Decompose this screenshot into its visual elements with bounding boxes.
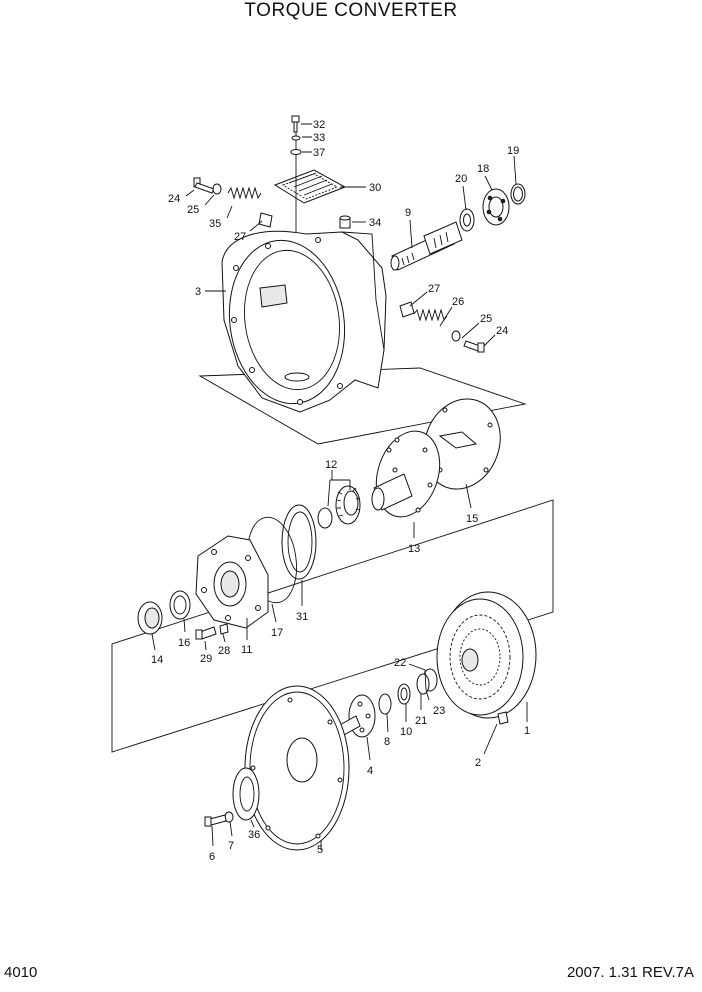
callout-3: 3 <box>195 286 201 298</box>
callout-31: 31 <box>296 611 308 623</box>
callout-32: 32 <box>313 119 325 131</box>
callout-35: 35 <box>209 218 221 230</box>
lower-bolt-spring-set <box>399 301 485 353</box>
callout-33: 33 <box>313 132 325 144</box>
callout-2: 2 <box>475 757 481 769</box>
callout-25-lower: 25 <box>480 313 492 325</box>
callout-6: 6 <box>209 851 215 863</box>
page-title: TORQUE CONVERTER <box>244 0 458 21</box>
revision-date: 2007. 1.31 REV.7A <box>566 964 694 981</box>
callout-13: 13 <box>408 543 420 555</box>
breather-plug <box>339 215 351 229</box>
callout-36: 36 <box>248 829 260 841</box>
impeller-hub <box>371 430 441 518</box>
callout-9: 9 <box>405 207 411 219</box>
bearing-and-rings <box>459 183 526 232</box>
pump-housing <box>195 535 269 640</box>
upper-bolt-spring-set <box>193 177 273 228</box>
callout-8: 8 <box>384 736 390 748</box>
callout-25-upper: 25 <box>187 204 199 216</box>
callout-11: 11 <box>241 644 252 656</box>
oil-seals <box>137 590 191 635</box>
callout-28: 28 <box>218 645 230 657</box>
callout-15: 15 <box>466 513 478 525</box>
callout-27-upper: 27 <box>234 231 246 243</box>
callout-24-upper: 24 <box>168 193 180 205</box>
callout-21: 21 <box>415 715 427 727</box>
torque-converter-unit <box>436 591 537 725</box>
converter-rings <box>378 668 438 715</box>
converter-housing <box>221 230 387 413</box>
mounting-bolt <box>204 811 234 827</box>
callout-26: 26 <box>452 296 464 308</box>
callout-5: 5 <box>317 844 323 856</box>
callout-1: 1 <box>524 725 530 737</box>
backing-ring <box>232 767 260 821</box>
callout-labels: 32 33 37 30 24 25 35 27 34 9 20 18 19 3 … <box>151 119 530 863</box>
cover-plate <box>273 115 347 232</box>
callout-14: 14 <box>151 654 163 666</box>
callout-34: 34 <box>369 217 381 229</box>
callout-4: 4 <box>367 765 373 777</box>
callout-7: 7 <box>228 840 234 852</box>
callout-17: 17 <box>271 627 283 639</box>
flex-plate <box>244 685 350 851</box>
callout-24-lower: 24 <box>496 325 508 337</box>
page-number: 4010 <box>4 964 38 981</box>
drive-plate <box>423 398 501 490</box>
callout-18: 18 <box>477 163 489 175</box>
callout-23: 23 <box>433 705 445 717</box>
callout-27-lower: 27 <box>428 283 440 295</box>
input-shaft <box>390 221 463 271</box>
callout-29: 29 <box>200 653 212 665</box>
callout-19: 19 <box>507 145 519 157</box>
callout-20: 20 <box>455 173 467 185</box>
callout-16: 16 <box>178 637 190 649</box>
pump-gear-set <box>317 485 361 529</box>
leader-lines <box>151 123 528 850</box>
callout-12: 12 <box>325 459 337 471</box>
callout-22: 22 <box>394 657 406 669</box>
callout-30: 30 <box>369 182 381 194</box>
callout-37: 37 <box>313 147 325 159</box>
callout-10: 10 <box>400 726 412 738</box>
